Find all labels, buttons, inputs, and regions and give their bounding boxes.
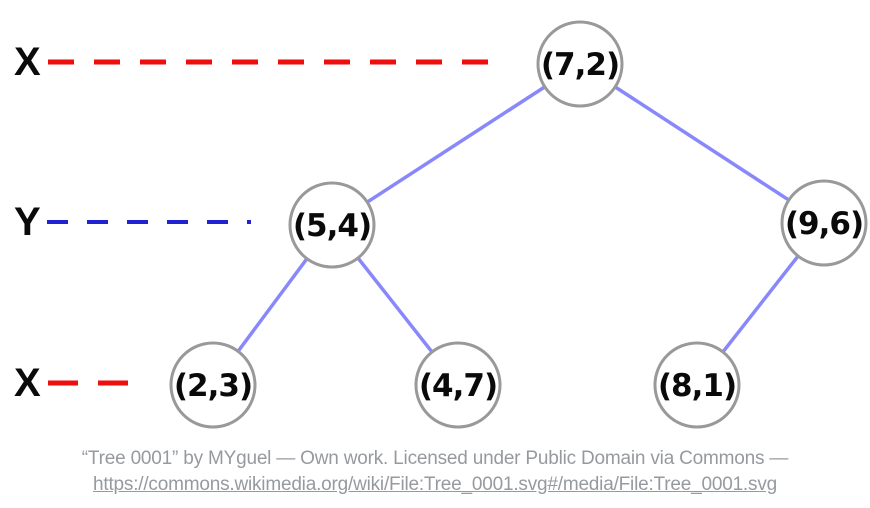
axis-label-1-y: Y xyxy=(14,200,41,244)
node-circle xyxy=(414,341,502,429)
axis-label-2-x: X xyxy=(14,361,41,405)
tree-edge-7,2-to-9,6 xyxy=(579,62,825,225)
tree-edge-7,2-to-5,4 xyxy=(331,62,581,227)
node-label: (4,7) xyxy=(419,368,497,404)
node-label: (8,1) xyxy=(658,368,736,404)
axis-label-0-x: X xyxy=(14,40,41,84)
attribution: “Tree 0001” by MYguel — Own work. Licens… xyxy=(0,446,870,498)
node-label: (7,2) xyxy=(541,47,619,83)
kd-tree-svg: X Y X (7,2) (5,4) (9,6) (2,3) (4,7) (8,1) xyxy=(14,20,868,429)
node-label: (9,6) xyxy=(785,206,863,242)
attribution-link[interactable]: https://commons.wikimedia.org/wiki/File:… xyxy=(93,474,777,495)
node-label: (5,4) xyxy=(293,208,371,244)
tree-node-5,4: (5,4) xyxy=(288,181,376,269)
node-circle xyxy=(653,341,741,429)
node-circle xyxy=(536,20,624,108)
node-label: (2,3) xyxy=(174,368,252,404)
tree-node-7,2: (7,2) xyxy=(536,20,624,108)
tree-node-4,7: (4,7) xyxy=(414,341,502,429)
tree-node-2,3: (2,3) xyxy=(169,341,257,429)
tree-node-9,6: (9,6) xyxy=(780,179,868,267)
node-circle xyxy=(288,181,376,269)
node-circle xyxy=(780,179,868,267)
attribution-text: “Tree 0001” by MYguel — Own work. Licens… xyxy=(81,448,789,469)
node-circle xyxy=(169,341,257,429)
tree-node-8,1: (8,1) xyxy=(653,341,741,429)
